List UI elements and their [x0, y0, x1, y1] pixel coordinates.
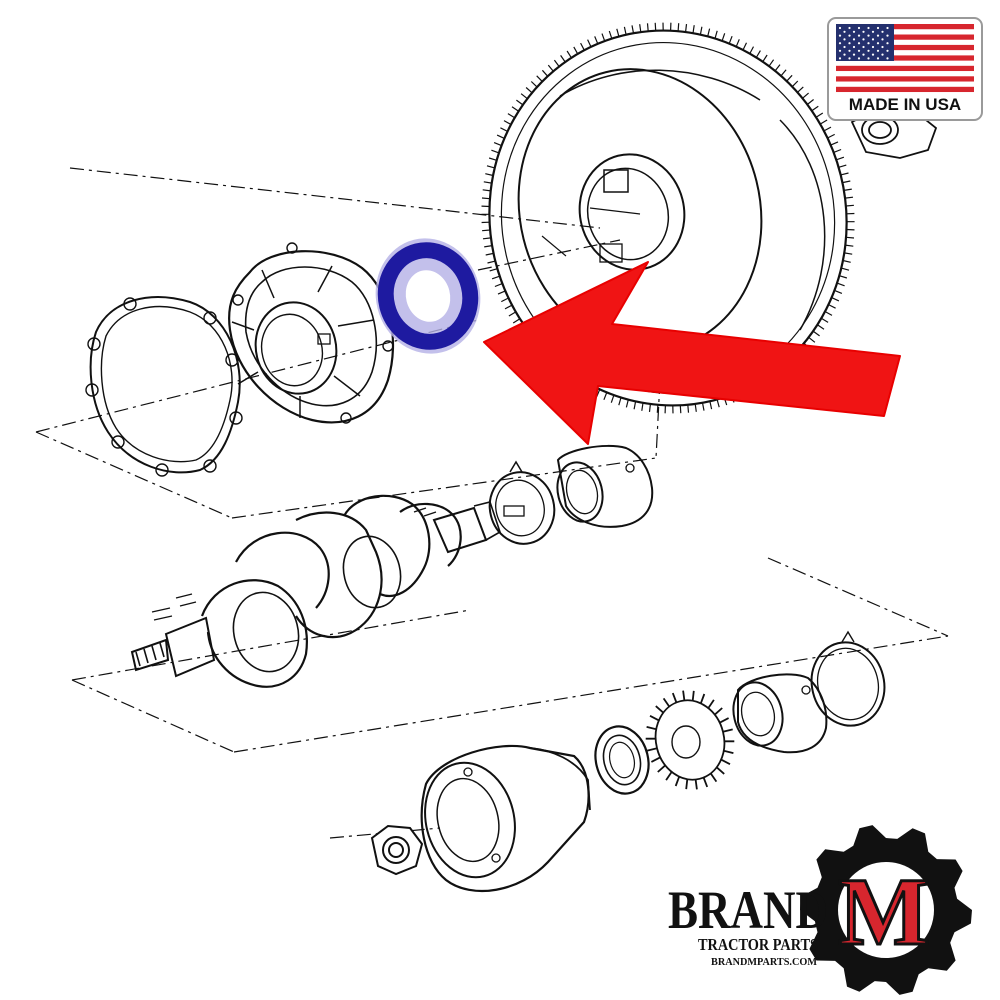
bearing-sleeve-icon — [556, 444, 654, 528]
flag-stripe — [836, 76, 974, 82]
flag-star — [862, 38, 865, 41]
flag-star — [848, 34, 851, 37]
flag-star — [848, 49, 851, 52]
flag-stripe — [836, 55, 974, 61]
flag-star — [881, 45, 884, 49]
flag-star — [843, 30, 846, 33]
flag-star — [838, 57, 842, 60]
flag-star — [857, 42, 861, 45]
flag-star — [886, 26, 889, 30]
flag-star — [867, 34, 870, 37]
flag-star — [867, 57, 870, 60]
gear-icon — [800, 825, 972, 995]
us-flag-icon — [836, 24, 974, 93]
bearing-sleeve-icon — [732, 673, 828, 754]
crankshaft-icon — [130, 494, 501, 688]
flag-star — [852, 45, 856, 49]
timing-gear-teeth — [645, 690, 735, 790]
flag-stripe — [836, 86, 974, 93]
seal-ring-icon — [375, 238, 481, 354]
flag-stripe — [836, 44, 974, 51]
flag-star — [867, 26, 870, 30]
flywheel-nut-icon — [850, 109, 938, 159]
flag-stripes — [836, 24, 974, 93]
flag-star — [886, 49, 889, 52]
flag-star — [862, 30, 865, 33]
flag-star — [862, 45, 865, 49]
flag-star — [838, 42, 842, 45]
flag-star — [852, 53, 856, 56]
flag-star — [871, 45, 875, 49]
timing-gear-icon — [645, 690, 735, 790]
flag-stripe — [836, 65, 974, 72]
brand-tagline: TRACTOR PARTS — [698, 935, 818, 954]
flag-star — [881, 38, 884, 41]
flag-star — [848, 42, 851, 45]
hex-nut-icon — [370, 824, 424, 876]
brand-m-logo: M BRAND TRACTOR PARTS BRANDMPARTS.COM — [668, 825, 972, 995]
flag-star — [881, 53, 884, 56]
seal-ring-icon — [594, 725, 650, 795]
flag-star — [862, 53, 865, 56]
flag-star — [876, 49, 880, 52]
pulley-icon — [420, 744, 591, 892]
flag-star — [857, 57, 861, 60]
seal-housing-icon — [228, 242, 395, 424]
flag-star — [871, 53, 875, 56]
retaining-ring-icon — [810, 630, 886, 727]
flag-star — [857, 49, 861, 52]
flag-star — [871, 30, 875, 33]
red-pointer-arrow — [483, 261, 901, 445]
flag-star — [843, 45, 846, 49]
flag-star — [876, 42, 880, 45]
gasket-icon — [85, 296, 243, 477]
flag-star — [876, 34, 880, 37]
flag-star — [876, 57, 880, 60]
flag-star — [838, 34, 842, 37]
flag-star — [838, 26, 842, 30]
made-in-usa-badge: MADE IN USA — [827, 17, 983, 121]
flag-star — [886, 34, 889, 37]
brand-website: BRANDMPARTS.COM — [711, 956, 818, 968]
brand-wordmark: BRAND — [668, 880, 828, 940]
flag-star — [876, 26, 880, 30]
flag-star — [838, 49, 842, 52]
flag-star — [867, 42, 870, 45]
flag-star — [843, 53, 846, 56]
flag-star — [843, 38, 846, 41]
flag-star — [857, 34, 861, 37]
flag-star — [857, 26, 861, 30]
flag-star — [881, 30, 884, 33]
flag-star — [886, 42, 889, 45]
flag-star — [848, 26, 851, 30]
flag-star — [848, 57, 851, 60]
flag-star — [867, 49, 870, 52]
flag-stripe — [836, 34, 974, 40]
flag-star — [852, 30, 856, 33]
flag-stars — [838, 26, 889, 60]
assembly-guide-lines — [35, 167, 949, 839]
flag-star — [852, 38, 856, 41]
brand-m-letter: M — [839, 858, 930, 965]
flag-stripe — [836, 24, 974, 30]
made-in-usa-label: MADE IN USA — [849, 95, 961, 114]
thrust-washer-icon — [488, 460, 556, 545]
flag-star — [871, 38, 875, 41]
flag-star — [886, 57, 889, 60]
